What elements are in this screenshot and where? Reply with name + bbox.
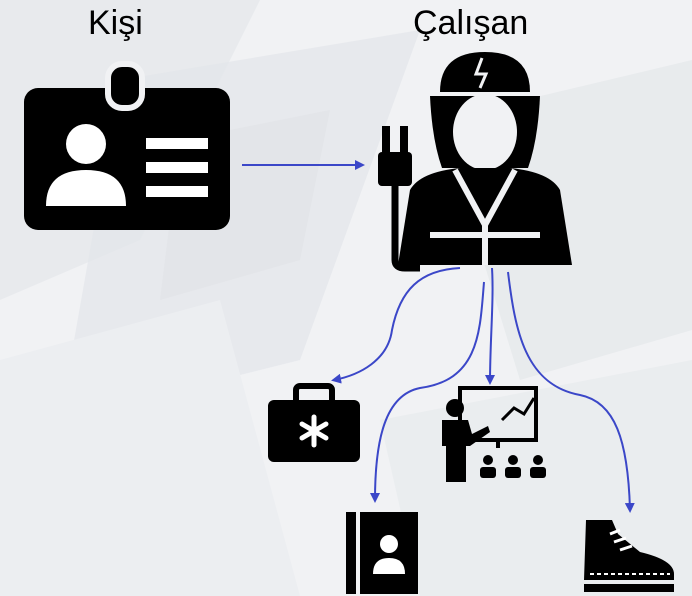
- id-card-icon: [24, 61, 230, 230]
- training-presentation-icon: [442, 386, 546, 482]
- first-aid-kit-icon: [268, 383, 360, 462]
- arrow-to-first-aid: [331, 267, 461, 384]
- arrow-to-handbook: [370, 281, 485, 503]
- employee-handbook-icon: [346, 512, 418, 594]
- arrow-to-training: [485, 267, 496, 385]
- employee-label: Çalışan: [413, 4, 529, 42]
- arrow-to-safety-shoe: [507, 271, 635, 513]
- safety-shoe-icon: [584, 520, 674, 592]
- electrician-worker-icon: [378, 52, 572, 272]
- person-label: Kişi: [88, 4, 143, 42]
